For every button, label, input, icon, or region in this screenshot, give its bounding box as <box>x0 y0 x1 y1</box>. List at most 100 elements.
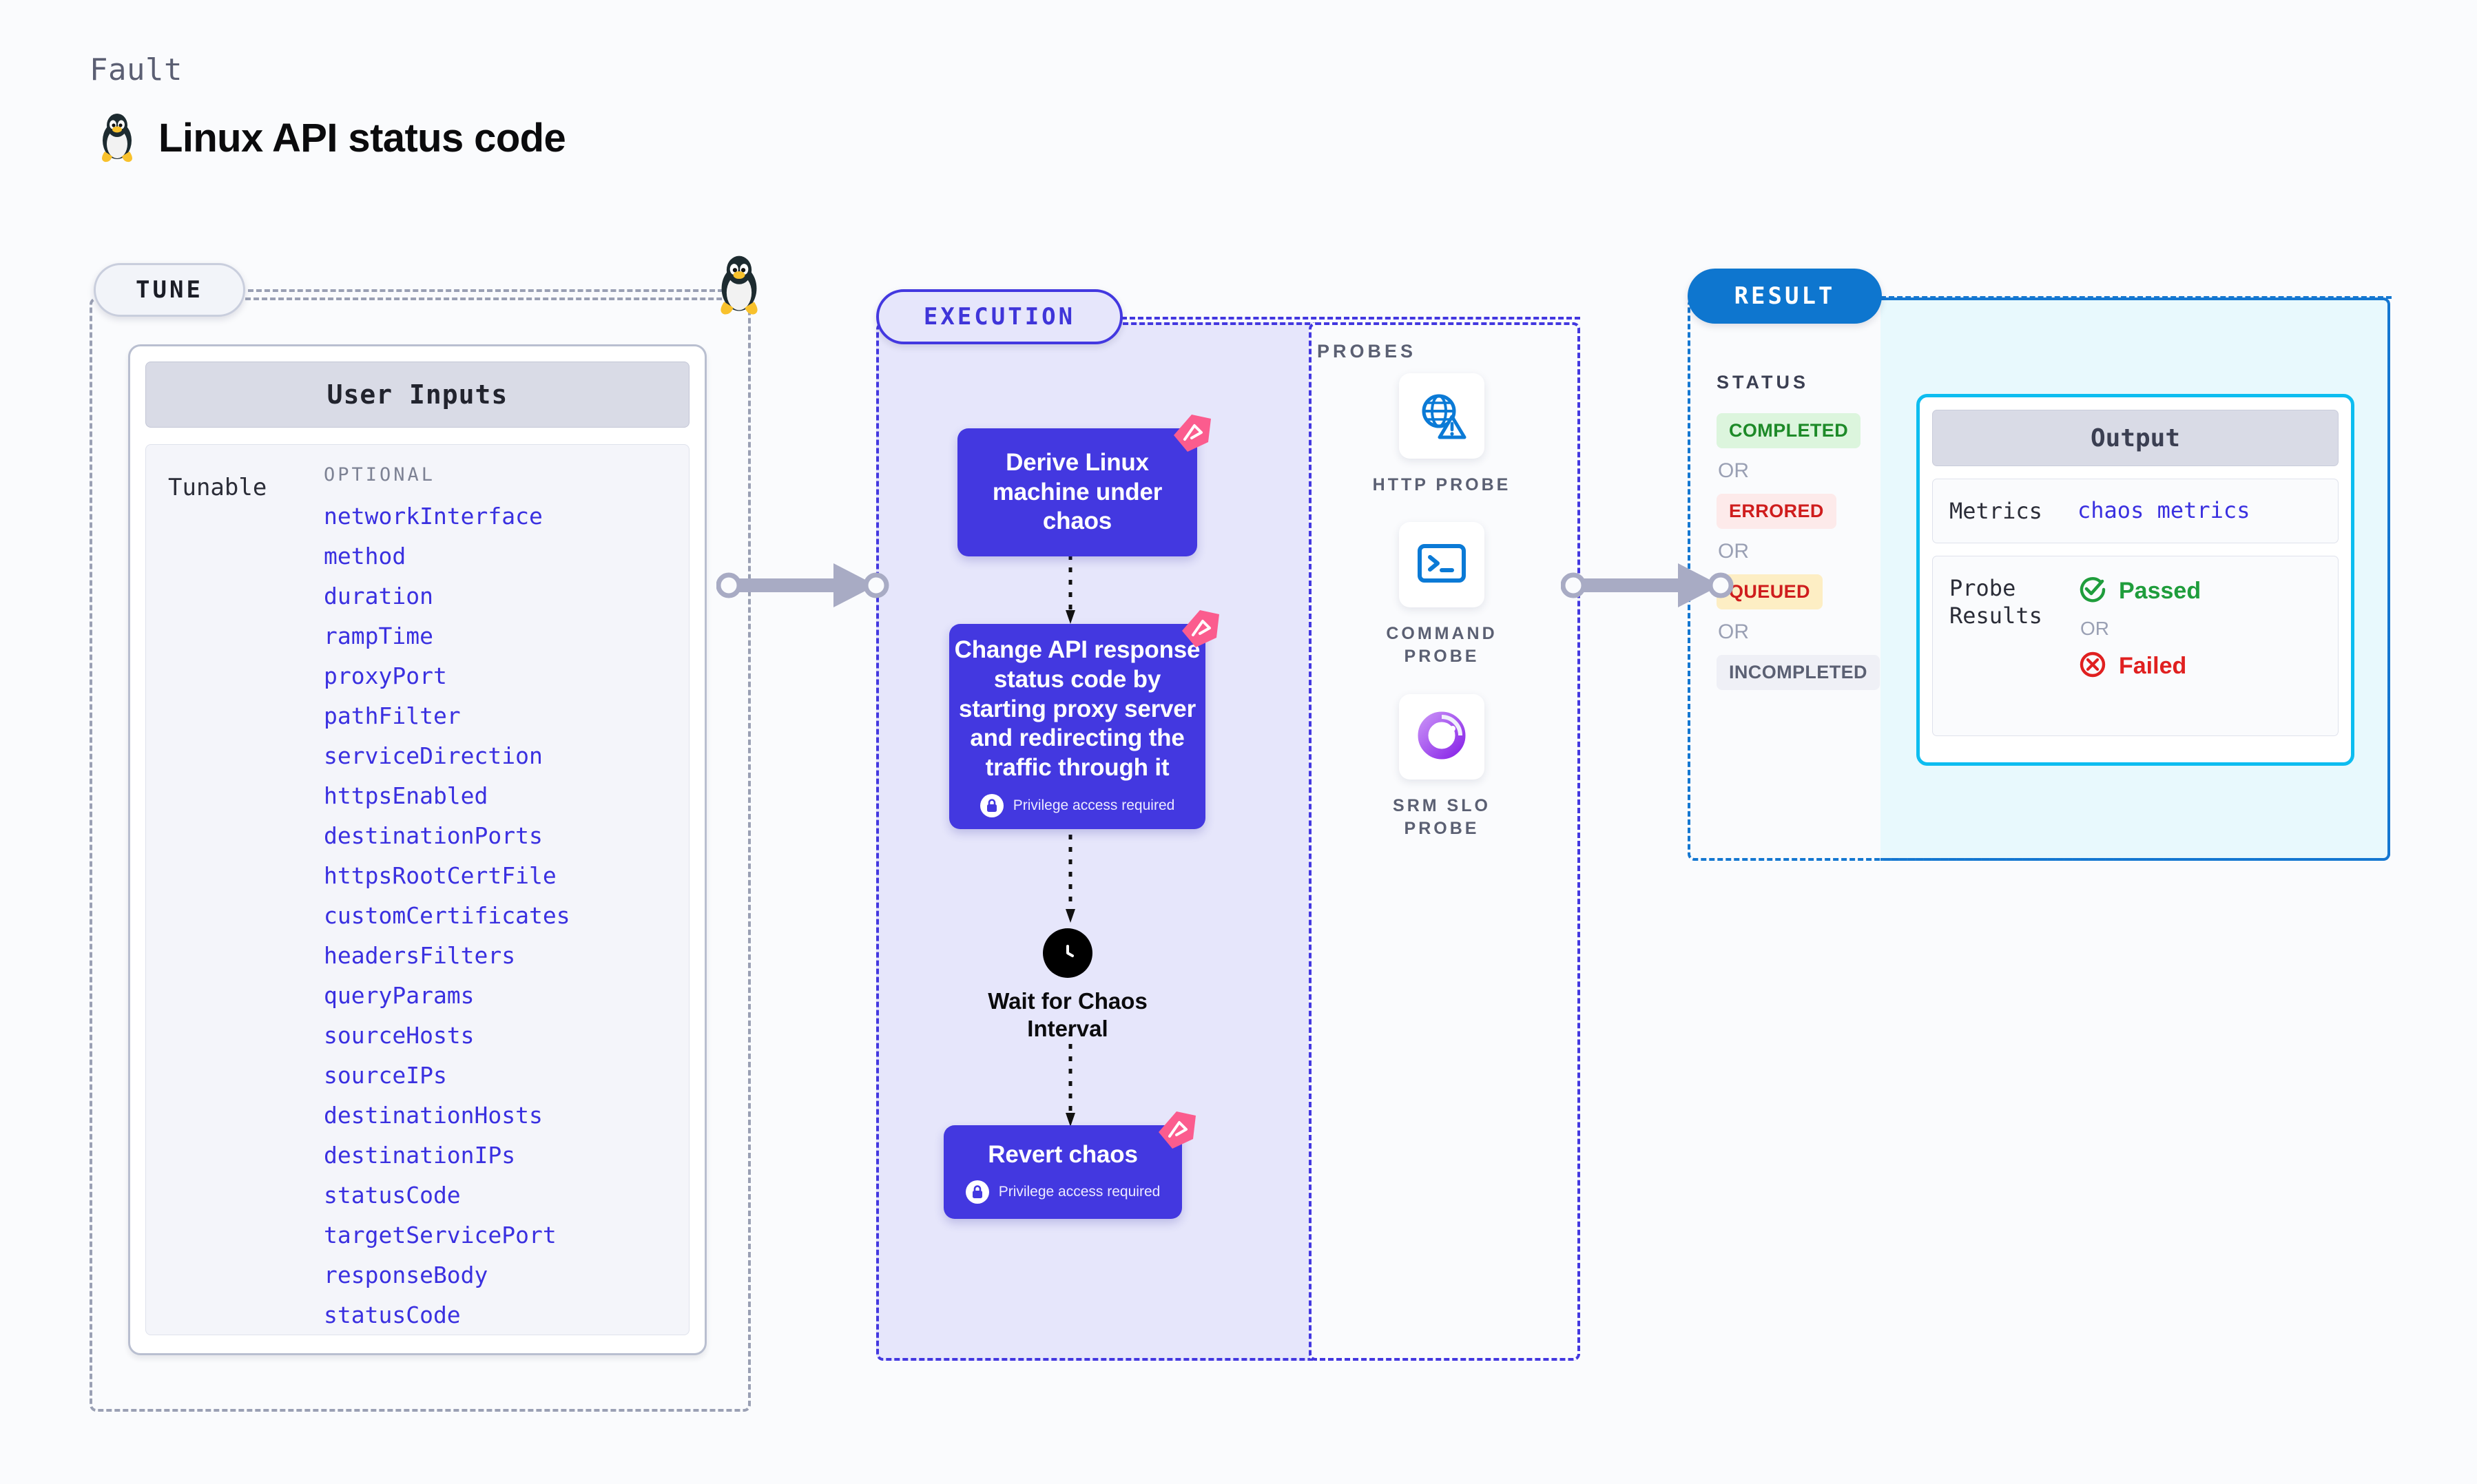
tunable-params-column: OPTIONAL networkInterface method duration r… <box>324 464 689 1335</box>
arrow-tune-to-execution <box>716 551 890 620</box>
tunable-param[interactable]: sourceHosts <box>324 1022 475 1049</box>
probe-tile <box>1399 373 1484 459</box>
status-badge-list: COMPLETED OR ERRORED OR QUEUED OR INCOMPLETED <box>1717 413 1896 690</box>
probe-command[interactable]: COMMAND PROBE <box>1359 522 1524 667</box>
tunable-param[interactable]: responseBody <box>324 1262 488 1288</box>
execution-node-title: Revert chaos <box>988 1140 1138 1168</box>
status-or-label: OR <box>1718 459 1749 482</box>
wait-node-label: Wait for Chaos Interval <box>988 988 1148 1041</box>
chaos-fault-corner-icon <box>1156 1109 1199 1151</box>
terminal-icon <box>1416 542 1467 588</box>
tunable-param[interactable]: customCertificates <box>324 902 570 929</box>
chaos-fault-corner-icon <box>1179 607 1222 650</box>
tunable-param[interactable]: pathFilter <box>324 702 461 729</box>
output-card: Output Metrics chaos metrics Probe Resul… <box>1916 394 2354 766</box>
tunable-param[interactable]: serviceDirection <box>324 742 543 769</box>
failed-label: Failed <box>2119 653 2187 679</box>
stage-pill-execution[interactable]: EXECUTION <box>876 289 1123 344</box>
lock-icon <box>980 793 1004 817</box>
probe-srm-slo[interactable]: SRM SLO PROBE <box>1359 694 1524 839</box>
tunable-param[interactable]: duration <box>324 583 433 609</box>
output-row-metrics: Metrics chaos metrics <box>1932 479 2339 543</box>
execution-node-revert-chaos[interactable]: Revert chaos Privilege access required <box>944 1111 1196 1219</box>
result-pill-connector <box>1880 296 2392 299</box>
connector-derive-to-change <box>1064 555 1077 630</box>
probe-results-key-label: Probe Results <box>1949 575 2042 629</box>
probe-results-or-label: OR <box>2080 618 2109 639</box>
execution-node-title: Change API response status code by start… <box>954 636 1201 782</box>
connector-change-to-wait <box>1064 835 1077 929</box>
status-badge[interactable]: COMPLETED <box>1717 413 1861 448</box>
fault-title-row: Linux API status code <box>95 112 566 164</box>
status-or-label: OR <box>1718 540 1749 563</box>
probe-result-failed: Failed <box>2077 649 2201 683</box>
tunable-group-label: Tunable <box>168 474 267 501</box>
chaos-fault-corner-icon <box>1171 412 1214 454</box>
probe-label: COMMAND PROBE <box>1386 624 1497 666</box>
tunable-param[interactable]: destinationHosts <box>324 1102 543 1129</box>
tunable-param[interactable]: method <box>324 543 406 569</box>
arrow-probes-to-result <box>1561 551 1734 620</box>
tunable-param[interactable]: queryParams <box>324 982 475 1009</box>
slo-donut-check-icon <box>1416 710 1467 764</box>
probe-tile <box>1399 694 1484 780</box>
execution-node-wait-interval[interactable]: Wait for Chaos Interval <box>964 928 1171 1042</box>
tunable-param[interactable]: destinationPorts <box>324 822 543 849</box>
tunable-param[interactable]: headersFilters <box>324 942 516 969</box>
user-inputs-card: User Inputs Tunable OPTIONAL networkInte… <box>128 344 707 1355</box>
connector-wait-to-revert <box>1064 1032 1077 1133</box>
page-title: Linux API status code <box>158 115 566 160</box>
tunable-param[interactable]: targetServicePort <box>324 1222 557 1248</box>
tunable-param[interactable]: statusCode <box>324 1182 461 1209</box>
user-inputs-title: User Inputs <box>145 362 690 428</box>
probe-label: HTTP PROBE <box>1372 475 1511 494</box>
tunable-param[interactable]: httpsEnabled <box>324 782 488 809</box>
probe-label: SRM SLO PROBE <box>1393 796 1491 838</box>
linux-tux-icon <box>95 112 139 164</box>
probe-results-values: Passed OR Failed <box>2077 574 2201 683</box>
globe-warning-icon <box>1416 389 1467 443</box>
execution-node-derive[interactable]: Derive Linux machine under chaos <box>957 415 1211 556</box>
stage-pill-tune[interactable]: TUNE <box>94 263 245 317</box>
tunable-param-list: networkInterface method duration rampTime pr… <box>324 505 689 1344</box>
tunable-param[interactable]: proxyPort <box>324 662 447 689</box>
privilege-badge-row: Privilege access required <box>980 793 1175 817</box>
metrics-value-link[interactable]: chaos metrics <box>2077 497 2250 523</box>
tunable-param[interactable]: sourceIPs <box>324 1062 447 1089</box>
optional-label: OPTIONAL <box>324 464 436 485</box>
fault-label: Fault <box>90 52 183 87</box>
status-badge[interactable]: INCOMPLETED <box>1717 655 1880 690</box>
privilege-badge-row: Privilege access required <box>965 1180 1161 1204</box>
probes-stage-container <box>1309 322 1580 1361</box>
tunable-param[interactable]: statusCode <box>324 1302 461 1328</box>
lock-icon <box>965 1180 989 1204</box>
probe-tile <box>1399 522 1484 607</box>
output-row-probe-results: Probe Results Passed OR <box>1932 556 2339 736</box>
tunable-param[interactable]: httpsRootCertFile <box>324 862 557 889</box>
execution-node-title: Derive Linux machine under chaos <box>992 448 1163 535</box>
passed-label: Passed <box>2119 578 2201 604</box>
stage-pill-result[interactable]: RESULT <box>1688 269 1882 324</box>
privilege-text: Privilege access required <box>998 1184 1161 1200</box>
clock-icon <box>1043 928 1092 978</box>
tunable-param[interactable]: destinationIPs <box>324 1142 516 1169</box>
tunable-param[interactable]: rampTime <box>324 623 433 649</box>
execution-node-change-status[interactable]: Change API response status code by start… <box>949 610 1219 829</box>
linux-node-icon <box>712 253 766 317</box>
metrics-key-label: Metrics <box>1949 498 2042 524</box>
status-section-title: STATUS <box>1717 372 1809 393</box>
output-card-title: Output <box>1932 410 2339 466</box>
status-badge[interactable]: QUEUED <box>1717 574 1823 609</box>
status-badge[interactable]: ERRORED <box>1717 494 1836 529</box>
tune-stage-container <box>90 297 751 1412</box>
probe-result-passed: Passed <box>2077 574 2201 608</box>
execution-pill-connector <box>1121 317 1580 320</box>
x-circle-icon <box>2077 649 2108 683</box>
privilege-text: Privilege access required <box>1013 797 1175 813</box>
probes-section-title: PROBES <box>1317 341 1417 362</box>
probe-http[interactable]: HTTP PROBE <box>1359 373 1524 497</box>
status-or-label: OR <box>1718 620 1749 643</box>
tunable-param[interactable]: networkInterface <box>324 503 543 530</box>
tune-pill-connector <box>248 289 723 292</box>
